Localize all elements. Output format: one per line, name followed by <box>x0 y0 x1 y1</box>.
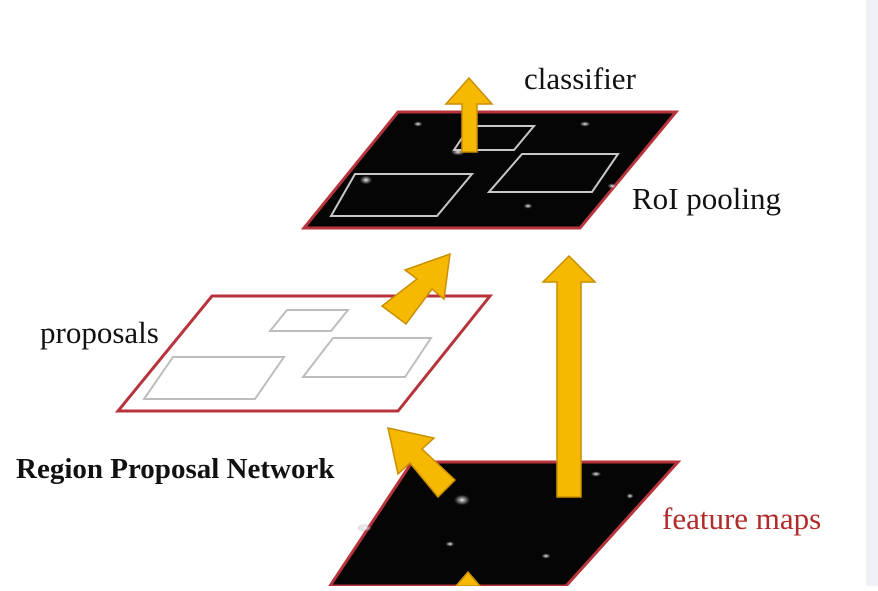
activation-spot <box>590 471 602 477</box>
proposal-box <box>142 356 286 400</box>
proposals-plane <box>114 294 494 413</box>
activation-spot <box>541 553 551 559</box>
activation-spot <box>357 524 373 532</box>
activation-spot <box>359 175 373 185</box>
feature-maps-plane <box>327 460 682 588</box>
activation-spot <box>413 121 423 127</box>
feature-maps-surface <box>327 460 682 588</box>
classifier-label: classifier <box>524 61 637 96</box>
proposal-box <box>267 309 351 332</box>
arrow-features-to-roi <box>541 254 597 498</box>
roi-plane-surface <box>300 110 680 230</box>
activation-spot <box>626 493 634 499</box>
roi-pooling-label: RoI pooling <box>632 181 781 216</box>
proposals-plane-surface <box>114 294 494 413</box>
proposal-box <box>300 337 433 378</box>
activation-spot <box>453 494 471 506</box>
right-edge-strip <box>866 0 878 586</box>
activation-spot <box>607 183 617 189</box>
activation-spot <box>445 541 455 547</box>
roi-box <box>329 173 475 217</box>
arrow-rpn-to-proposals <box>387 427 457 499</box>
rpn-label: Region Proposal Network <box>16 453 335 485</box>
roi-box <box>452 125 537 151</box>
roi-box <box>486 153 620 193</box>
activation-spot <box>579 121 591 127</box>
up-arrow-to-classifier <box>444 76 494 153</box>
arrow-proposals-to-roi <box>380 252 451 326</box>
proposals-label: proposals <box>40 315 159 350</box>
roi-pooling-plane <box>300 110 680 230</box>
feature-maps-label: feature maps <box>662 501 821 536</box>
activation-spot <box>523 203 533 209</box>
